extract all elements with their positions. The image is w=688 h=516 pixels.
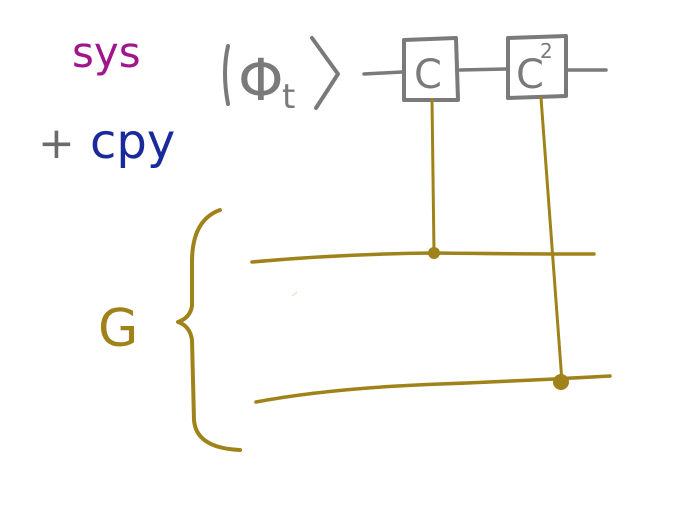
control-dot-1 (428, 247, 440, 259)
control-dot-2 (553, 374, 569, 390)
cpy-label: cpy (90, 114, 175, 170)
gate-c-squared-label: C (516, 52, 544, 98)
gate-c-squared: C 2 (506, 34, 568, 100)
register-label: G (98, 299, 138, 359)
wire-segment-1 (362, 70, 404, 76)
stray-mark (291, 291, 298, 297)
gate-c-squared-exponent: 2 (540, 39, 553, 63)
register-brace (176, 208, 242, 452)
state-ket: Φ t (223, 36, 340, 117)
system-wire (362, 67, 608, 76)
gate-c-squared-box (506, 34, 568, 100)
gate-c-label: C (414, 52, 442, 98)
plus-sign: + (38, 118, 75, 169)
register-wire-1 (250, 251, 596, 264)
wire-segment-2 (458, 67, 508, 72)
gate-c: C (402, 36, 460, 102)
sys-label: sys (72, 28, 141, 77)
gate-c-box (402, 36, 460, 102)
ket-bar (223, 44, 230, 106)
control-line-2 (539, 96, 564, 384)
control-line-1 (430, 98, 436, 254)
ket-phi: Φ (238, 46, 284, 114)
ket-angle (310, 36, 340, 110)
ket-subscript: t (282, 77, 295, 117)
